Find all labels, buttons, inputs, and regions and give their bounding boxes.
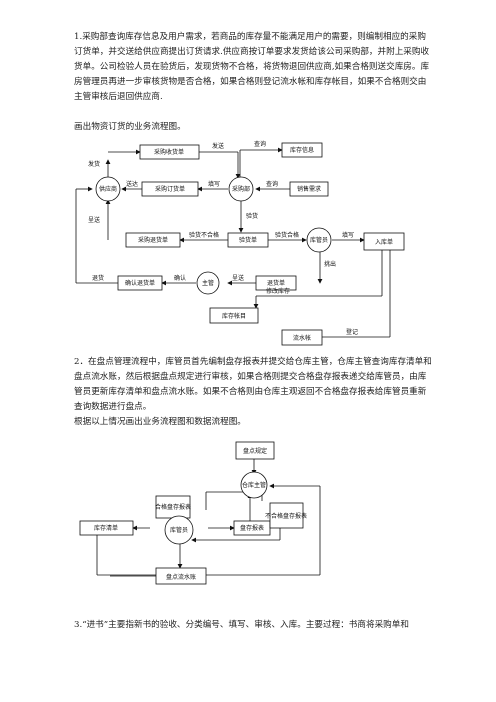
section2-paragraph: 2．在盘点管理流程中，库管员首先编制盘存报表并提交给仓库主管，仓库主管查询库存清… bbox=[74, 357, 432, 412]
node-confirm-return bbox=[117, 275, 163, 291]
node-receipt bbox=[139, 144, 200, 160]
edge-label-query-mid: 查询 bbox=[266, 180, 278, 188]
edge-label-send-top: 发送 bbox=[212, 142, 224, 150]
node-keeper-2 bbox=[164, 515, 194, 545]
diagram2-edges bbox=[96, 459, 321, 577]
section2-instruction: 根据以上情况画出业务流程图和数据流程图。 bbox=[74, 417, 246, 427]
edge-label-submit-v: 呈送 bbox=[88, 216, 100, 224]
node-keeper-label: 库管员 bbox=[310, 236, 328, 244]
edge-label-ship: 发货 bbox=[88, 160, 100, 168]
edge-label-modify: 修改库存 bbox=[266, 287, 290, 295]
node-unqualified-report-label: 不合格盘存报表 bbox=[265, 512, 307, 520]
section1-paragraph: 1.采购部查询库存信息及用户需求，若商品的库存量不能满足用户的需要，则编制相应的… bbox=[74, 32, 430, 102]
node-inbound bbox=[363, 232, 405, 251]
node-keeper-2-label: 库管员 bbox=[170, 526, 188, 534]
node-report-label: 盘存报表 bbox=[240, 524, 264, 532]
node-return-note-label: 采购退货单 bbox=[138, 236, 168, 244]
node-return-slip-label: 退货单 bbox=[267, 279, 285, 287]
node-ledger-label: 库存帐目 bbox=[222, 312, 246, 320]
edge-label-fill-right: 填写 bbox=[342, 231, 354, 239]
node-journal bbox=[281, 329, 323, 346]
node-unqualified-report bbox=[269, 502, 304, 529]
node-purchasing-label: 采购部 bbox=[232, 185, 250, 193]
node-sales-demand bbox=[289, 181, 329, 197]
node-supplier-label: 供应商 bbox=[99, 185, 117, 193]
edge-label-query-top: 查询 bbox=[254, 140, 266, 148]
node-confirm-return-label: 确认退货单 bbox=[125, 279, 155, 287]
node-inspection-label: 验货单 bbox=[239, 236, 257, 244]
node-journal-label: 流水帐 bbox=[293, 334, 311, 342]
node-inbound-label: 入库单 bbox=[375, 238, 393, 246]
edge-label-fill: 填写 bbox=[208, 180, 220, 188]
node-warehouse-manager-label: 仓库主管 bbox=[242, 481, 266, 489]
node-manager-label: 主管 bbox=[202, 279, 214, 287]
edge-label-pick: 挑出 bbox=[324, 260, 336, 268]
edge-label-unqualified: 验货不合格 bbox=[189, 231, 219, 239]
edge-label-submit: 呈送 bbox=[232, 274, 244, 282]
edge-label-confirm: 确认 bbox=[174, 274, 186, 282]
node-manager bbox=[196, 271, 220, 295]
node-rules bbox=[235, 441, 275, 460]
node-supplier bbox=[95, 176, 121, 202]
edge-label-return: 退货 bbox=[92, 274, 104, 282]
node-purchasing bbox=[228, 176, 254, 202]
node-ledger bbox=[209, 307, 259, 324]
node-order bbox=[141, 181, 199, 197]
node-inventory-list-label: 库存清单 bbox=[94, 524, 118, 532]
section3-paragraph: 3.“进书”主要指新书的验收、分类编号、填写、审核、入库。主要过程：书商将采购单… bbox=[74, 620, 409, 630]
node-stock-info bbox=[281, 142, 323, 158]
edge-label-inspect: 验货 bbox=[246, 212, 258, 220]
node-inspection bbox=[227, 232, 269, 248]
edge-label-deliver: 送达 bbox=[126, 180, 138, 188]
node-keeper bbox=[306, 227, 332, 253]
section1-instruction: 画出物资订货的业务流程图。 bbox=[74, 122, 186, 132]
node-order-label: 采购订货单 bbox=[155, 185, 185, 193]
node-stock-info-label: 库存信息 bbox=[290, 146, 314, 154]
node-return-note bbox=[125, 232, 181, 248]
node-sales-demand-label: 销售需求 bbox=[297, 185, 321, 193]
node-return-slip bbox=[255, 275, 297, 291]
node-rules-label: 盘点规定 bbox=[243, 447, 267, 455]
node-inventory-list bbox=[79, 520, 134, 536]
node-warehouse-manager bbox=[240, 471, 268, 499]
node-receipt-label: 采购收货单 bbox=[154, 148, 184, 156]
node-qualified-report-label: 合格盘存报表 bbox=[155, 503, 191, 511]
edge-label-qualified: 验货合格 bbox=[275, 231, 299, 239]
edge-label-register: 登记 bbox=[346, 328, 358, 336]
node-journal-2-label: 盘点流水账 bbox=[166, 573, 196, 581]
node-journal-2 bbox=[155, 567, 207, 585]
diagram1-edges bbox=[75, 147, 391, 340]
